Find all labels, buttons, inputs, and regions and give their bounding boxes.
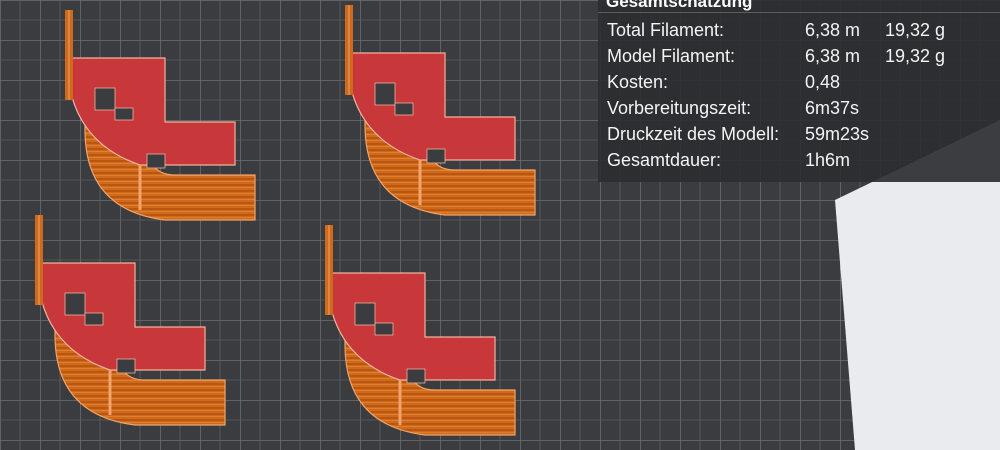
label-total-filament: Total Filament: — [607, 20, 725, 40]
value-model-filament-length: 6,38 m — [805, 46, 861, 66]
estimate-panel: Gesamtschätzung Total Filament: 6,38 m 1… — [598, 0, 1000, 182]
value-total-filament-weight: 19,32 g — [885, 20, 946, 40]
value-cost: 0,48 — [805, 72, 841, 92]
label-prep-time: Vorbereitungszeit: — [607, 98, 752, 118]
label-model-filament: Model Filament: — [607, 46, 736, 66]
value-model-filament-weight: 19,32 g — [885, 46, 946, 66]
value-print-time: 59m23s — [805, 124, 870, 144]
label-cost: Kosten: — [607, 72, 669, 92]
value-total-duration: 1h6m — [805, 150, 851, 170]
estimate-divider — [598, 12, 1000, 13]
estimate-title: Gesamtschätzung — [606, 0, 753, 11]
value-total-filament-length: 6,38 m — [805, 20, 861, 40]
label-print-time: Druckzeit des Modell: — [607, 124, 780, 144]
label-total-duration: Gesamtdauer: — [607, 150, 722, 170]
value-prep-time: 6m37s — [805, 98, 860, 118]
